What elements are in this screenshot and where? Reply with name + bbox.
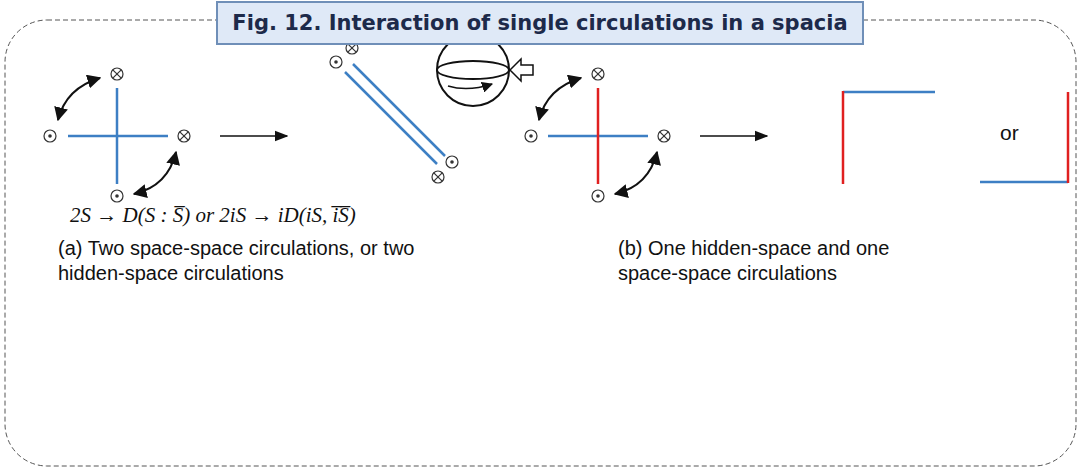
corner-shape-right [980, 92, 1068, 183]
reaction-formula: 2S → D(S : S̅) or 2iS → iD(iS, i̅S̅) [70, 202, 356, 228]
reaction-arrow [700, 135, 767, 137]
corner-shape-left [843, 91, 935, 184]
reaction-arrow [220, 135, 287, 137]
figure-title: Fig. 12. Interaction of single circulati… [232, 11, 847, 35]
or-label: or [1000, 120, 1019, 146]
subfigure-caption: (a) Two space-space circulations, or two… [58, 236, 423, 286]
subfigure-caption: (b) One hidden-space and one space-space… [618, 236, 938, 286]
cross-b [525, 68, 670, 202]
title-box: Fig. 12. Interaction of single circulati… [216, 1, 863, 45]
cross-a [44, 68, 190, 202]
dashed-frame [5, 20, 1076, 466]
